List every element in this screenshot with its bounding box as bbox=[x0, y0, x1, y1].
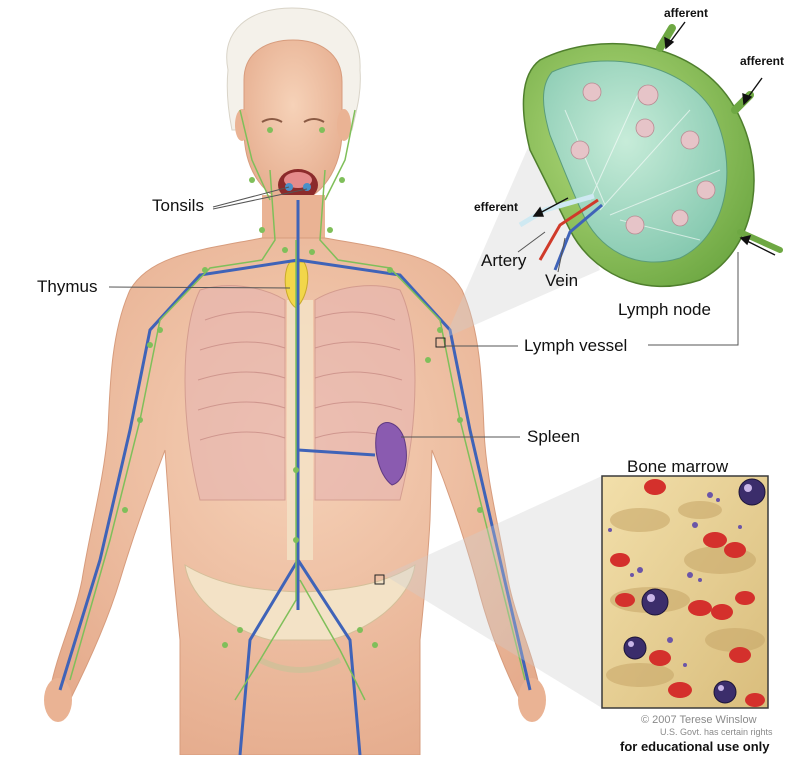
bone-marrow-inset bbox=[601, 475, 769, 709]
bone-marrow-zoom-wedge bbox=[384, 476, 602, 708]
copyright-text: © 2007 Terese Winslow bbox=[641, 714, 757, 726]
lymph-nodes-dots bbox=[122, 127, 483, 648]
label-efferent: efferent bbox=[474, 200, 519, 214]
label-lymph-vessel: Lymph vessel bbox=[524, 336, 628, 355]
lymph-vessel-marker bbox=[435, 337, 446, 348]
label-thymus: Thymus bbox=[37, 277, 98, 296]
lymph-vessels-network bbox=[69, 109, 526, 701]
bone-marrow-marker bbox=[374, 574, 385, 585]
label-artery: Artery bbox=[481, 251, 527, 270]
label-lymph-node: Lymph node bbox=[618, 300, 711, 319]
educational-use-text: for educational use only bbox=[620, 739, 770, 754]
lymph-node-inset bbox=[517, 21, 783, 346]
label-spleen: Spleen bbox=[527, 427, 580, 446]
label-afferent-top: afferent bbox=[664, 6, 709, 20]
label-afferent-right: afferent bbox=[740, 54, 785, 68]
label-tonsils: Tonsils bbox=[152, 196, 204, 215]
rights-text: U.S. Govt. has certain rights bbox=[660, 727, 773, 737]
spleen-organ bbox=[375, 422, 407, 486]
label-vein: Vein bbox=[545, 271, 579, 290]
leader-lines bbox=[108, 186, 520, 438]
label-bone-marrow: Bone marrow bbox=[627, 457, 729, 476]
human-body-figure bbox=[44, 7, 546, 756]
